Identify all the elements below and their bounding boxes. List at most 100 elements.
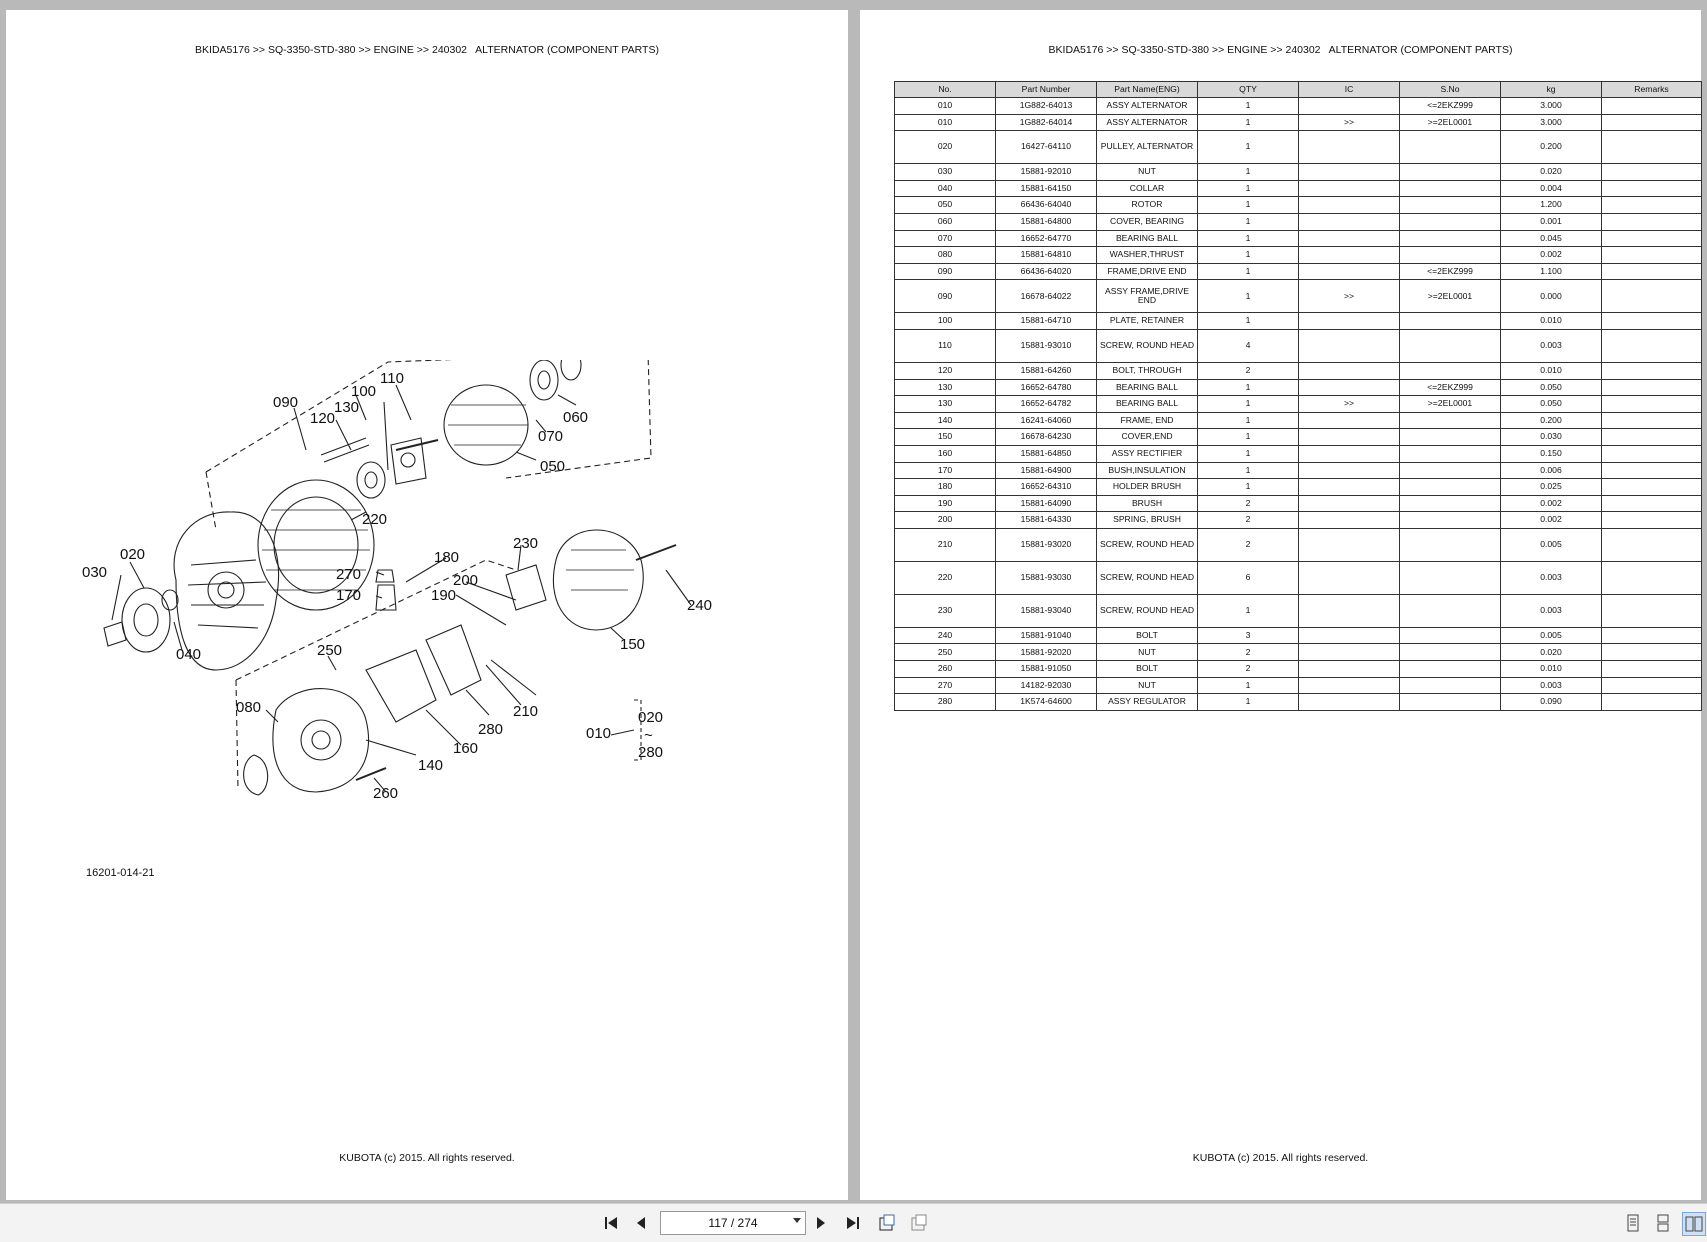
first-page-icon[interactable] <box>600 1212 622 1234</box>
table-cell: 15881-93020 <box>995 527 1097 562</box>
table-cell: 0.003 <box>1500 560 1602 595</box>
table-cell: 0.005 <box>1500 527 1602 562</box>
table-cell <box>1601 660 1702 678</box>
table-cell <box>1399 676 1501 695</box>
callout-070: 070 <box>538 428 563 445</box>
table-cell <box>1399 560 1501 595</box>
table-cell <box>1399 246 1501 264</box>
table-cell <box>1601 97 1702 115</box>
table-cell: ASSY ALTERNATOR <box>1096 113 1198 132</box>
table-cell <box>1399 494 1501 513</box>
callout-210: 210 <box>513 703 538 720</box>
table-cell <box>1399 163 1501 181</box>
table-cell: 0.002 <box>1500 494 1602 513</box>
table-cell: 230 <box>894 593 996 628</box>
table-cell: ASSY RECTIFIER <box>1096 444 1198 463</box>
table-cell: 1 <box>1197 693 1299 711</box>
table-cell <box>1399 593 1501 628</box>
table-cell <box>1601 312 1702 330</box>
table-cell <box>1399 511 1501 529</box>
table-cell: 1 <box>1197 196 1299 214</box>
prev-page-icon[interactable] <box>630 1212 652 1234</box>
table-cell: 1.100 <box>1500 262 1602 281</box>
page-footer: KUBOTA (c) 2015. All rights reserved. <box>339 1152 515 1164</box>
table-cell: 1 <box>1197 444 1299 463</box>
callout-100: 100 <box>351 383 376 400</box>
callout-010: 010 <box>586 725 611 742</box>
two-page-view-icon[interactable] <box>1682 1212 1706 1236</box>
table-cell: 130 <box>894 378 996 397</box>
table-cell: 15881-93010 <box>995 328 1097 363</box>
table-cell <box>1298 660 1400 678</box>
fit-page-icon[interactable] <box>876 1212 898 1234</box>
table-cell <box>1601 179 1702 198</box>
last-page-icon[interactable] <box>842 1212 864 1234</box>
table-cell: BEARING BALL <box>1096 229 1198 248</box>
table-cell <box>1601 246 1702 264</box>
table-cell: SCREW, ROUND HEAD <box>1096 593 1198 628</box>
column-header: Remarks <box>1601 81 1702 98</box>
table-cell: 66436-64020 <box>995 262 1097 281</box>
table-cell: <=2EKZ999 <box>1399 97 1501 115</box>
callout-230: 230 <box>513 535 538 552</box>
table-cell: >=2EL0001 <box>1399 113 1501 132</box>
table-cell <box>1601 478 1702 496</box>
callout-range-tilde: ~ <box>644 727 653 744</box>
table-cell: 15881-92020 <box>995 643 1097 662</box>
callout-130: 130 <box>334 399 359 416</box>
table-cell: 15881-64900 <box>995 461 1097 480</box>
table-cell <box>1399 478 1501 496</box>
table-cell: 0.090 <box>1500 693 1602 711</box>
right-page: BKIDA5176 >> SQ-3350-STD-380 >> ENGINE >… <box>860 10 1702 1200</box>
table-cell: 15881-91040 <box>995 626 1097 645</box>
table-cell: 16652-64770 <box>995 229 1097 248</box>
next-page-icon[interactable] <box>810 1212 832 1234</box>
table-cell: >=2EL0001 <box>1399 279 1501 314</box>
fit-width-icon[interactable] <box>908 1212 930 1234</box>
table-cell <box>1298 163 1400 181</box>
callout-280: 280 <box>478 721 503 738</box>
table-cell <box>1298 494 1400 513</box>
table-cell <box>1399 693 1501 711</box>
continuous-view-icon[interactable] <box>1652 1212 1674 1234</box>
table-cell: 15881-64090 <box>995 494 1097 513</box>
single-page-view-icon[interactable] <box>1622 1212 1644 1234</box>
table-cell <box>1601 279 1702 314</box>
table-cell: NUT <box>1096 163 1198 181</box>
page-number-input[interactable]: 117 / 274 <box>660 1211 806 1235</box>
table-cell <box>1298 693 1400 711</box>
table-cell: 16427-64110 <box>995 130 1097 165</box>
page-breadcrumb: BKIDA5176 >> SQ-3350-STD-380 >> ENGINE >… <box>1048 44 1513 56</box>
table-cell: 1 <box>1197 593 1299 628</box>
chevron-down-icon[interactable] <box>793 1218 801 1223</box>
table-cell: 1 <box>1197 312 1299 330</box>
table-cell: 1 <box>1197 478 1299 496</box>
table-cell <box>1601 643 1702 662</box>
table-cell: SPRING, BRUSH <box>1096 511 1198 529</box>
table-cell: 15881-64150 <box>995 179 1097 198</box>
table-cell: 270 <box>894 676 996 695</box>
table-cell <box>1399 229 1501 248</box>
table-cell: >=2EL0001 <box>1399 395 1501 413</box>
table-cell: 110 <box>894 328 996 363</box>
table-cell <box>1298 328 1400 363</box>
table-cell <box>1399 660 1501 678</box>
table-cell <box>1601 494 1702 513</box>
callout-range-start: 020 <box>638 709 663 726</box>
table-cell: 0.001 <box>1500 212 1602 231</box>
column-header: IC <box>1298 81 1400 98</box>
table-cell: 1 <box>1197 395 1299 413</box>
table-cell: ASSY FRAME,DRIVE END <box>1096 279 1198 314</box>
table-cell <box>1601 328 1702 363</box>
column-header: No. <box>894 81 996 98</box>
callout-200: 200 <box>453 572 478 589</box>
callout-labels: 110 090 100 130 120 060 070 050 220 020 … <box>82 370 712 802</box>
table-cell: 0.002 <box>1500 246 1602 264</box>
table-cell: 240 <box>894 626 996 645</box>
